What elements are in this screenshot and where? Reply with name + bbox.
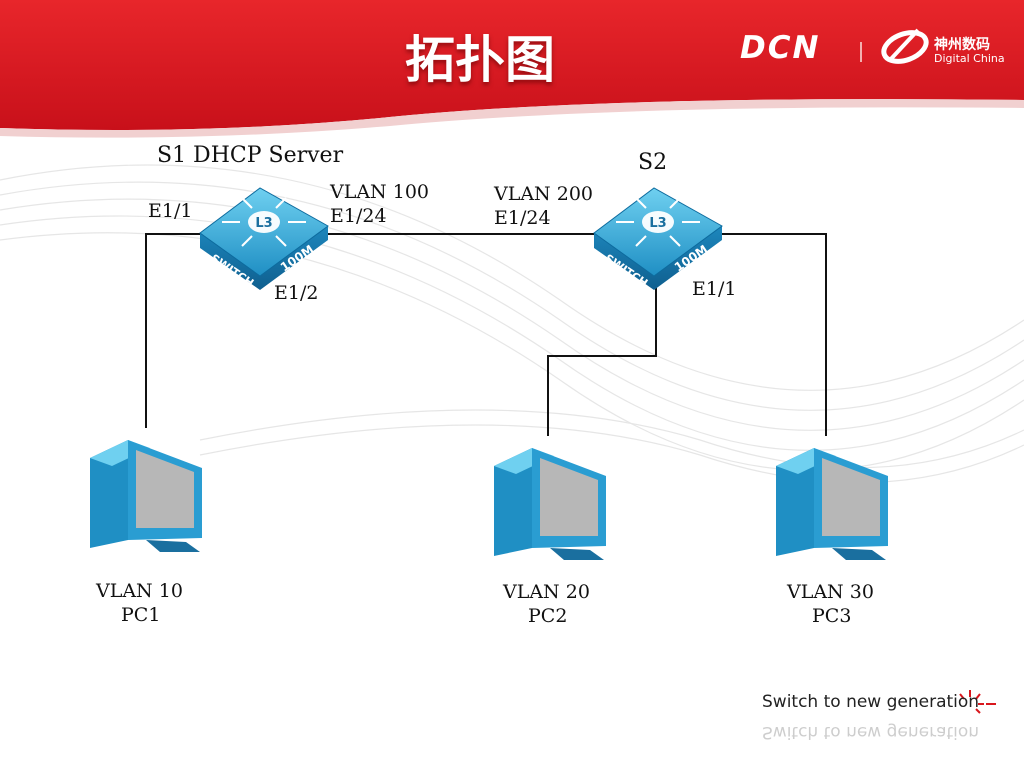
pc3-vlan-label: VLAN 30 <box>787 581 874 603</box>
svg-text:L3: L3 <box>255 216 272 231</box>
link-s2-pc2 <box>547 280 657 436</box>
dcn-logo-text: DCN <box>740 30 821 66</box>
pc1-name-label: PC1 <box>121 604 161 626</box>
svg-text:L3: L3 <box>649 216 666 231</box>
footer-slogan-reflection: Switch to new generation <box>762 722 980 742</box>
logo-divider <box>860 42 862 62</box>
topology-links <box>145 233 827 436</box>
link-s2-pc3 <box>716 233 827 436</box>
s1-port-e1-24: E1/24 <box>330 205 387 227</box>
s2-port-e1-24: E1/24 <box>494 207 551 229</box>
page-title: 拓扑图 <box>405 31 555 89</box>
s2-port-e1-1: E1/1 <box>692 278 737 300</box>
pc1-vlan-label: VLAN 10 <box>96 580 183 602</box>
s1-port-e1-1: E1/1 <box>148 200 193 222</box>
header-band <box>0 0 1024 131</box>
pc2-name-label: PC2 <box>528 605 568 627</box>
switch-s2-icon: L3 SWITCH 100M <box>593 187 723 290</box>
link-s1-pc1 <box>145 233 205 428</box>
pc1-icon <box>90 440 202 552</box>
background-swoosh <box>0 164 1024 484</box>
brand-chinese-name: 神州数码 <box>934 37 990 53</box>
pc2-vlan-label: VLAN 20 <box>503 581 590 603</box>
s1-vlan-label: VLAN 100 <box>330 181 429 203</box>
pc3-name-label: PC3 <box>812 605 852 627</box>
pc3-icon <box>776 448 888 560</box>
footer-slogan: Switch to new generation <box>762 692 980 712</box>
switch-s1-label: S1 DHCP Server <box>157 143 344 168</box>
digital-china-logo-icon <box>881 28 929 64</box>
brand-english-name: Digital China <box>934 52 1005 65</box>
switch-s2-label: S2 <box>638 150 668 175</box>
sunburst-icon <box>959 690 996 714</box>
pc2-icon <box>494 448 606 560</box>
s1-port-e1-2: E1/2 <box>274 282 319 304</box>
s2-vlan-label: VLAN 200 <box>494 183 593 205</box>
header-band-shadow <box>0 99 1024 138</box>
